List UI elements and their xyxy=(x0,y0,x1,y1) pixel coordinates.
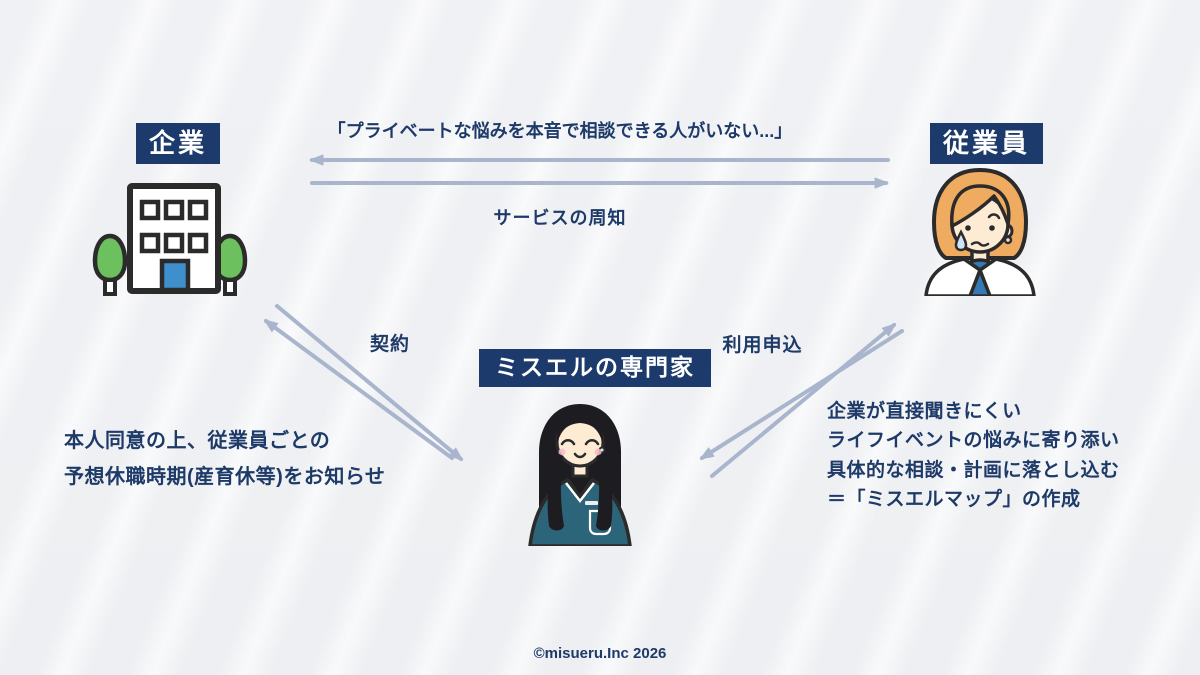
arrow-specialist-to-company xyxy=(263,319,454,460)
worried-woman-icon xyxy=(924,168,1036,296)
specialist-note: 企業が直接聞きにくい ライフイベントの悩みに寄り添い 具体的な相談・計画に落とし… xyxy=(827,397,1120,515)
specialist-note-line: 企業が直接聞きにくい xyxy=(827,401,1022,422)
specialist-note-line: ＝「ミスエルマップ」の作成 xyxy=(827,489,1081,511)
service-awareness-label: サービスの周知 xyxy=(493,208,627,228)
company-note: 本人同意の上、従業員ごとの 予想休職時期(産育休等)をお知らせ xyxy=(64,423,385,495)
specialist-note-line: ライフイベントの悩みに寄り添い xyxy=(827,430,1120,452)
employee-quote-text: 「プライベートな悩みを本音で相談できる人がいない...」 xyxy=(327,121,793,141)
arrow-specialist-to-employee xyxy=(710,323,897,478)
specialist-illustration xyxy=(528,404,632,546)
specialist-label: ミスエルの専門家 xyxy=(479,349,711,387)
contract-label: 契約 xyxy=(369,334,410,355)
building-icon xyxy=(127,183,221,294)
employee-illustration xyxy=(924,168,1036,296)
arrow-company-to-specialist xyxy=(275,304,464,461)
specialist-woman-icon xyxy=(528,404,632,546)
company-building-illustration xyxy=(92,183,248,296)
company-note-line: 本人同意の上、従業員ごとの xyxy=(64,430,331,452)
copyright-text: ©misueru.Inc 2026 xyxy=(533,645,667,662)
employee-label: 従業員 xyxy=(930,123,1044,165)
tree-icon xyxy=(92,233,128,296)
company-label: 企業 xyxy=(136,123,221,165)
arrow-employee-to-specialist xyxy=(699,329,904,460)
specialist-note-line: 具体的な相談・計画に落とし込む xyxy=(827,459,1120,481)
application-label: 利用申込 xyxy=(722,335,803,356)
company-note-line: 予想休職時期(産育休等)をお知らせ xyxy=(64,466,386,488)
